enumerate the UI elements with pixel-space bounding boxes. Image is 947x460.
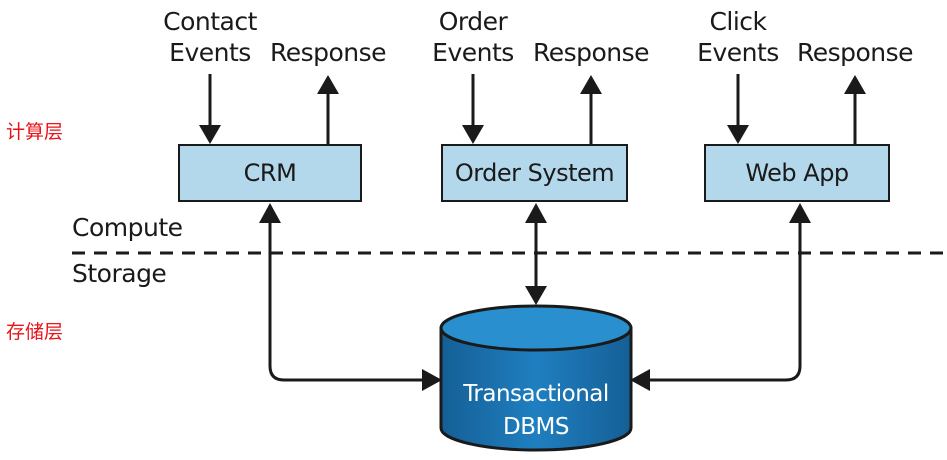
web-app-box: Web App: [704, 144, 890, 202]
web-response-label: Response: [796, 38, 914, 67]
order-system-box: Order System: [441, 144, 628, 202]
compute-layer-cn-label: 计算层: [6, 121, 64, 143]
database-label-line1: Transactional: [463, 381, 609, 407]
crm-events-label-line1: Contact: [163, 7, 257, 36]
click-events-label-line1: Click: [709, 7, 767, 36]
click-events-arrow: [727, 74, 749, 144]
order-response-label: Response: [532, 38, 650, 67]
crm-events-arrow: [199, 74, 221, 144]
order-db-connector: [525, 203, 547, 305]
web-response-arrow: [844, 75, 866, 145]
crm-response-arrow: [317, 75, 339, 145]
crm-db-connector: [259, 203, 442, 391]
order-response-arrow: [580, 75, 602, 145]
database-cylinder: [439, 304, 633, 452]
order-events-label-line1: Order: [438, 7, 508, 36]
crm-response-label: Response: [269, 38, 387, 67]
click-events-label-line2: Events: [697, 38, 779, 67]
order-events-arrow: [462, 74, 484, 144]
order-events-label-line2: Events: [432, 38, 514, 67]
storage-label: Storage: [72, 259, 167, 288]
storage-layer-cn-label: 存储层: [6, 321, 64, 343]
webapp-db-connector: [630, 203, 811, 391]
crm-box: CRM: [178, 144, 362, 202]
database-label-line2: DBMS: [503, 414, 569, 440]
compute-label: Compute: [72, 213, 183, 242]
crm-events-label-line2: Events: [169, 38, 251, 67]
